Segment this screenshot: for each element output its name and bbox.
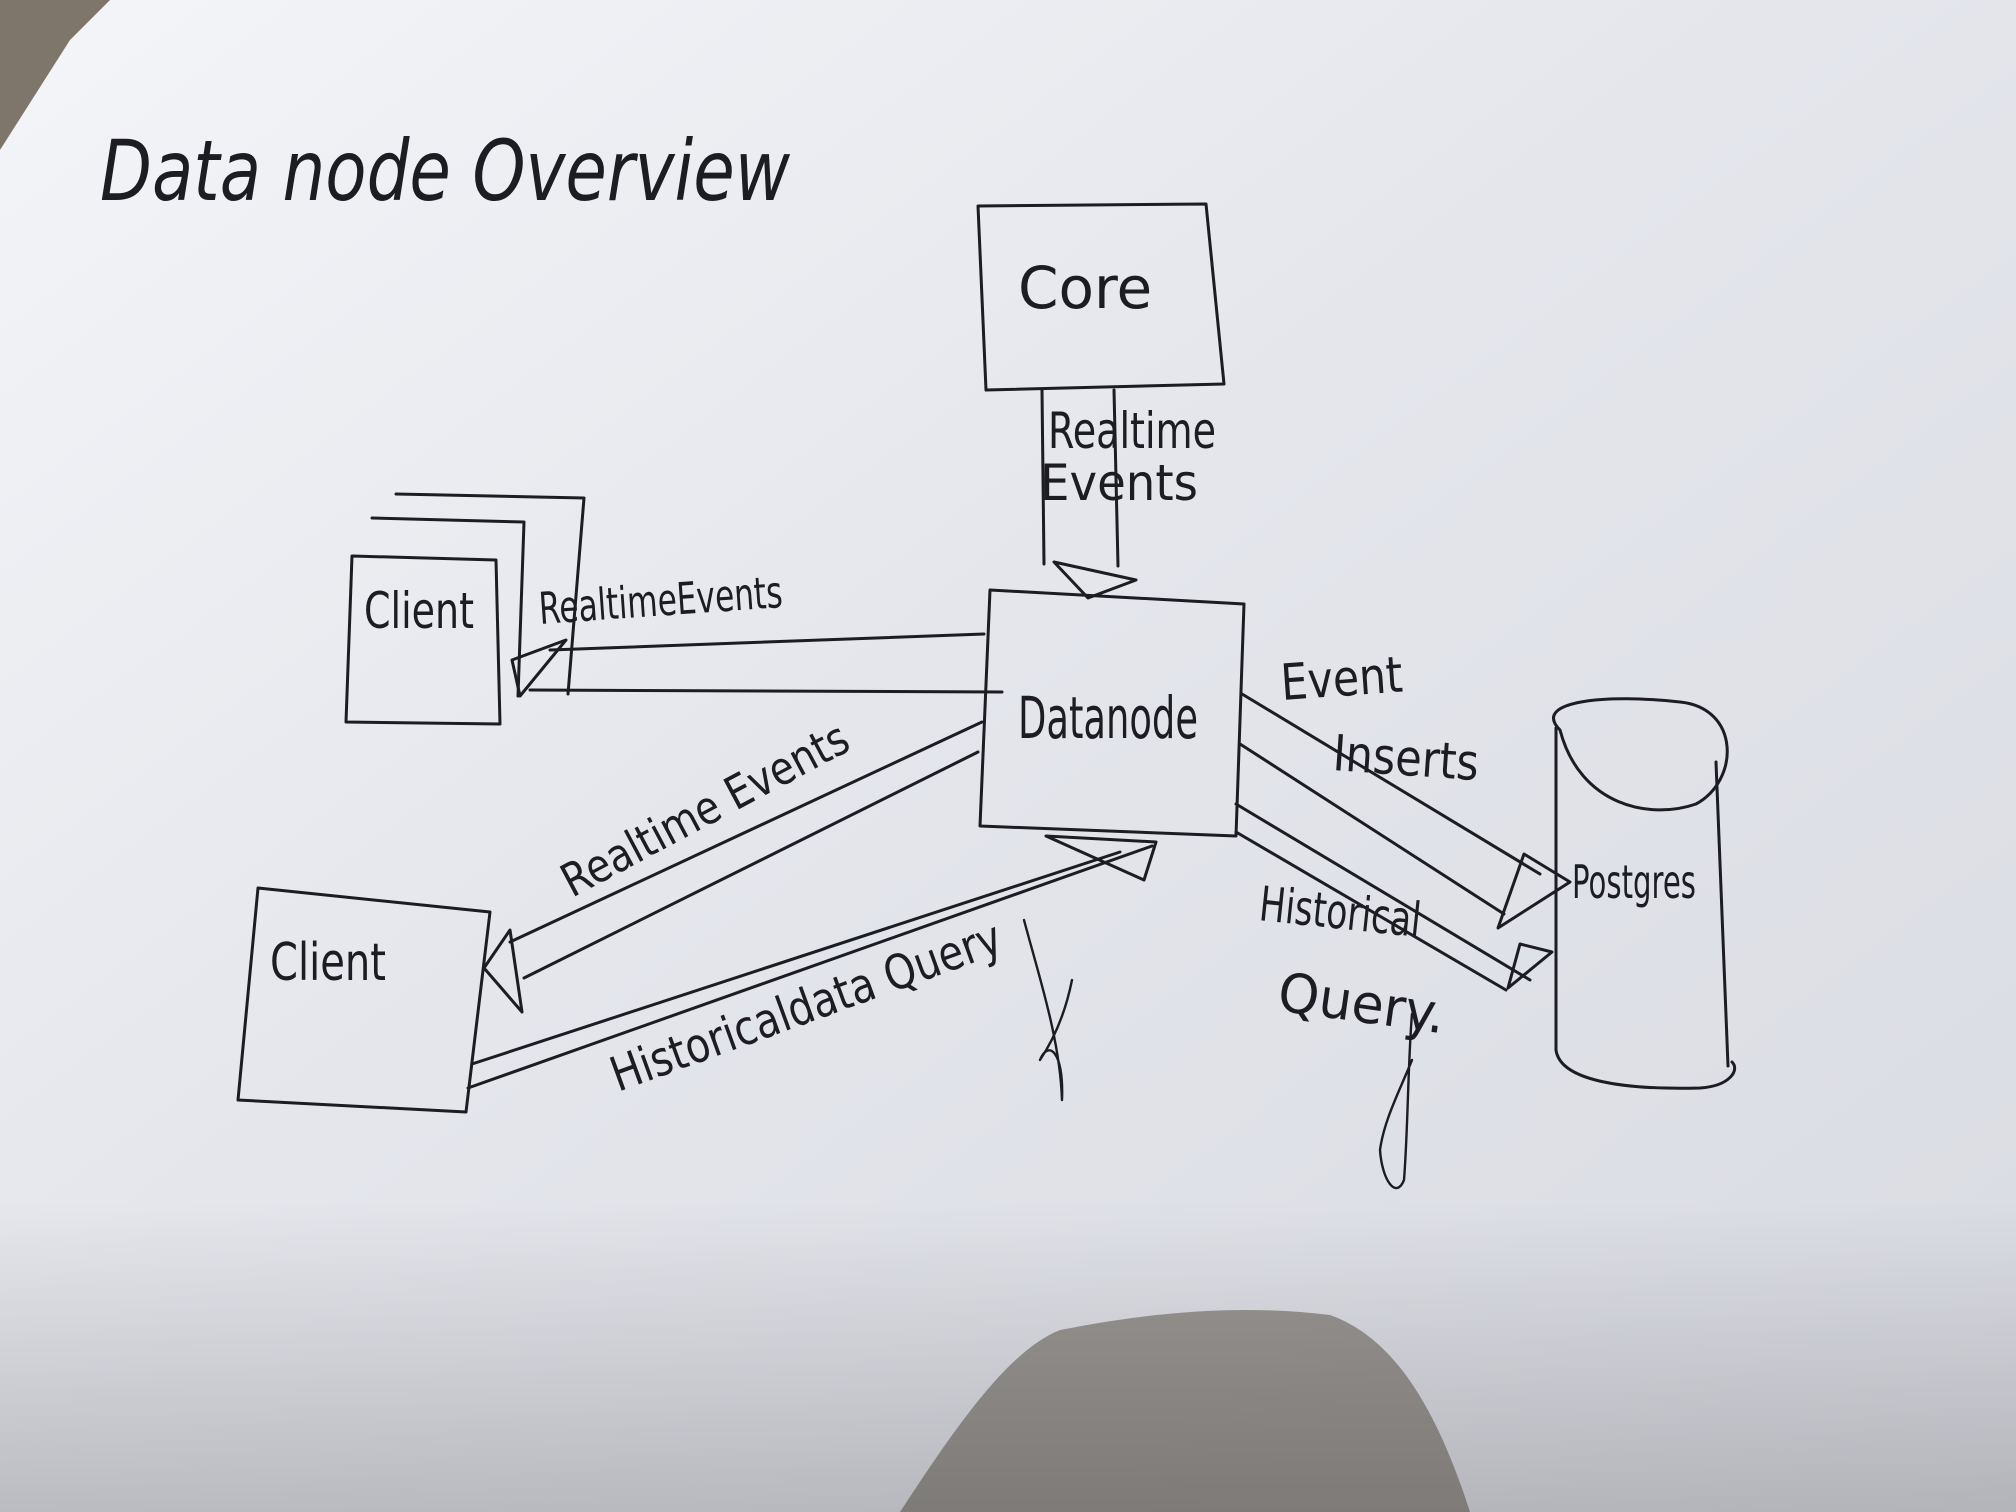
query-y-scribble bbox=[1378, 1012, 1414, 1189]
datanode-to-client-top-arrow bbox=[510, 632, 1004, 698]
client-top-node-label: Client bbox=[364, 582, 474, 640]
diagram-title: Data node Overview bbox=[100, 122, 790, 220]
datanode-to-postgres-query-arrow bbox=[1234, 802, 1554, 992]
bottom-shade bbox=[0, 1200, 2016, 1512]
datanode-node-label: Datanode bbox=[1018, 684, 1198, 752]
core-to-datanode-arrow bbox=[1040, 388, 1138, 600]
core-node: Core bbox=[976, 202, 1226, 392]
core-node-label: Core bbox=[1018, 254, 1152, 322]
datanode-to-client-bottom-arrow bbox=[482, 720, 984, 1014]
datanode-to-postgres-insert-arrow bbox=[1238, 692, 1572, 930]
core-to-datanode-label-line2: Events bbox=[1040, 454, 1198, 512]
client-bottom-node: Client bbox=[236, 886, 492, 1114]
postgres-node: Postgres bbox=[1552, 697, 1737, 1090]
client-bottom-to-datanode-arrow bbox=[466, 834, 1158, 1090]
datanode-node: Datanode bbox=[978, 588, 1246, 838]
client-bottom-node-label: Client bbox=[270, 933, 386, 993]
core-to-datanode-label-line1: Realtime bbox=[1048, 402, 1216, 460]
datanode-to-postgres-insert-label-line1: Event bbox=[1279, 646, 1405, 712]
datanode-to-postgres-insert-label-line2: Inserts bbox=[1331, 724, 1481, 792]
query-scribble bbox=[1022, 918, 1074, 1102]
postgres-node-label: Postgres bbox=[1572, 855, 1696, 909]
client-top-node: Client bbox=[344, 492, 586, 726]
